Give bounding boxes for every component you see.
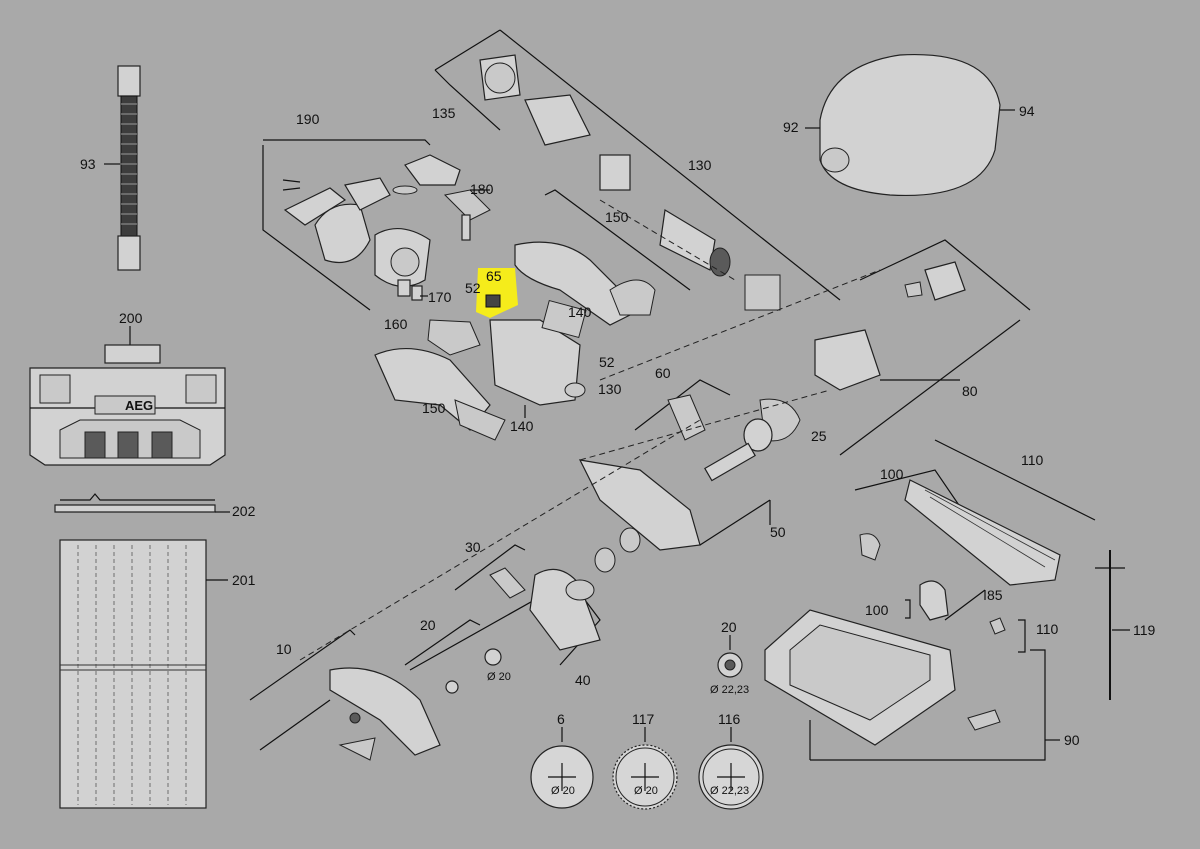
label-180: 180 [470,181,494,197]
motor-assembly-130 [434,29,841,311]
blade-117 [612,727,678,810]
diameter-flange-20: Ø 20 [487,671,511,683]
label-130-top: 130 [688,157,712,173]
label-65: 65 [486,268,502,284]
label-190: 190 [296,111,320,127]
diameter-blade-117: Ø 20 [634,785,658,797]
label-100-top: 100 [880,466,904,482]
housing-150 [374,189,691,441]
label-94: 94 [1019,103,1035,119]
label-50: 50 [770,524,786,540]
label-202: 202 [232,503,256,519]
blade-guard-10 [249,629,441,761]
label-20-right: 20 [721,619,737,635]
label-10: 10 [276,641,292,657]
label-135: 135 [432,105,456,121]
flange-group-20 [404,619,502,694]
highlight-box-65 [476,268,518,318]
label-25: 25 [811,428,827,444]
label-52-right: 52 [599,354,615,370]
label-80: 80 [962,383,978,399]
label-150-bottom: 150 [422,400,446,416]
label-93: 93 [80,156,96,172]
lower-guard-40 [409,527,641,671]
label-30: 30 [465,539,481,555]
label-60: 60 [655,365,671,381]
label-170: 170 [428,289,452,305]
label-160: 160 [384,316,408,332]
motor-housing-140 [427,299,587,418]
label-85: 85 [987,587,1003,603]
diameter-blade-116: Ø 22,23 [710,785,749,797]
label-52-top: 52 [465,280,481,296]
hose-part [104,65,141,271]
label-110-mid: 110 [1036,621,1059,637]
carry-case-part [29,326,226,466]
case-logo: AEG [125,398,153,413]
label-110-top: 110 [1021,452,1044,468]
label-119: 119 [1133,622,1156,638]
label-100-mid: 100 [865,602,889,618]
base-assembly-90 [764,439,1096,761]
rip-fence-bar-119 [1095,550,1130,700]
blade-116 [698,727,764,810]
label-92: 92 [783,119,799,135]
label-117: 117 [632,711,655,727]
diameter-washer-20: Ø 22,23 [710,684,749,696]
gear-housing-80 [814,239,1031,456]
foam-insert-part [59,539,228,809]
assembly-axis-lines [299,269,881,661]
label-200: 200 [119,310,143,326]
washer-20 [717,635,743,678]
label-201: 201 [232,572,256,588]
part-170 [397,279,428,301]
label-6: 6 [557,711,565,727]
label-20-left: 20 [420,617,436,633]
label-40: 40 [575,672,591,688]
label-116: 116 [718,711,741,727]
label-90: 90 [1064,732,1080,748]
blade-6 [530,727,594,809]
label-140-top: 140 [568,304,592,320]
guard-assembly-190 [262,139,461,311]
insert-strip-part [54,493,230,513]
diameter-blade-6: Ø 20 [551,785,575,797]
part-180 [443,189,491,241]
label-140-bottom: 140 [510,418,534,434]
shaft-assembly-50 [578,379,801,551]
dust-bag-part [805,53,1015,197]
label-150-top: 150 [605,209,629,225]
label-130-mid: 130 [598,381,622,397]
